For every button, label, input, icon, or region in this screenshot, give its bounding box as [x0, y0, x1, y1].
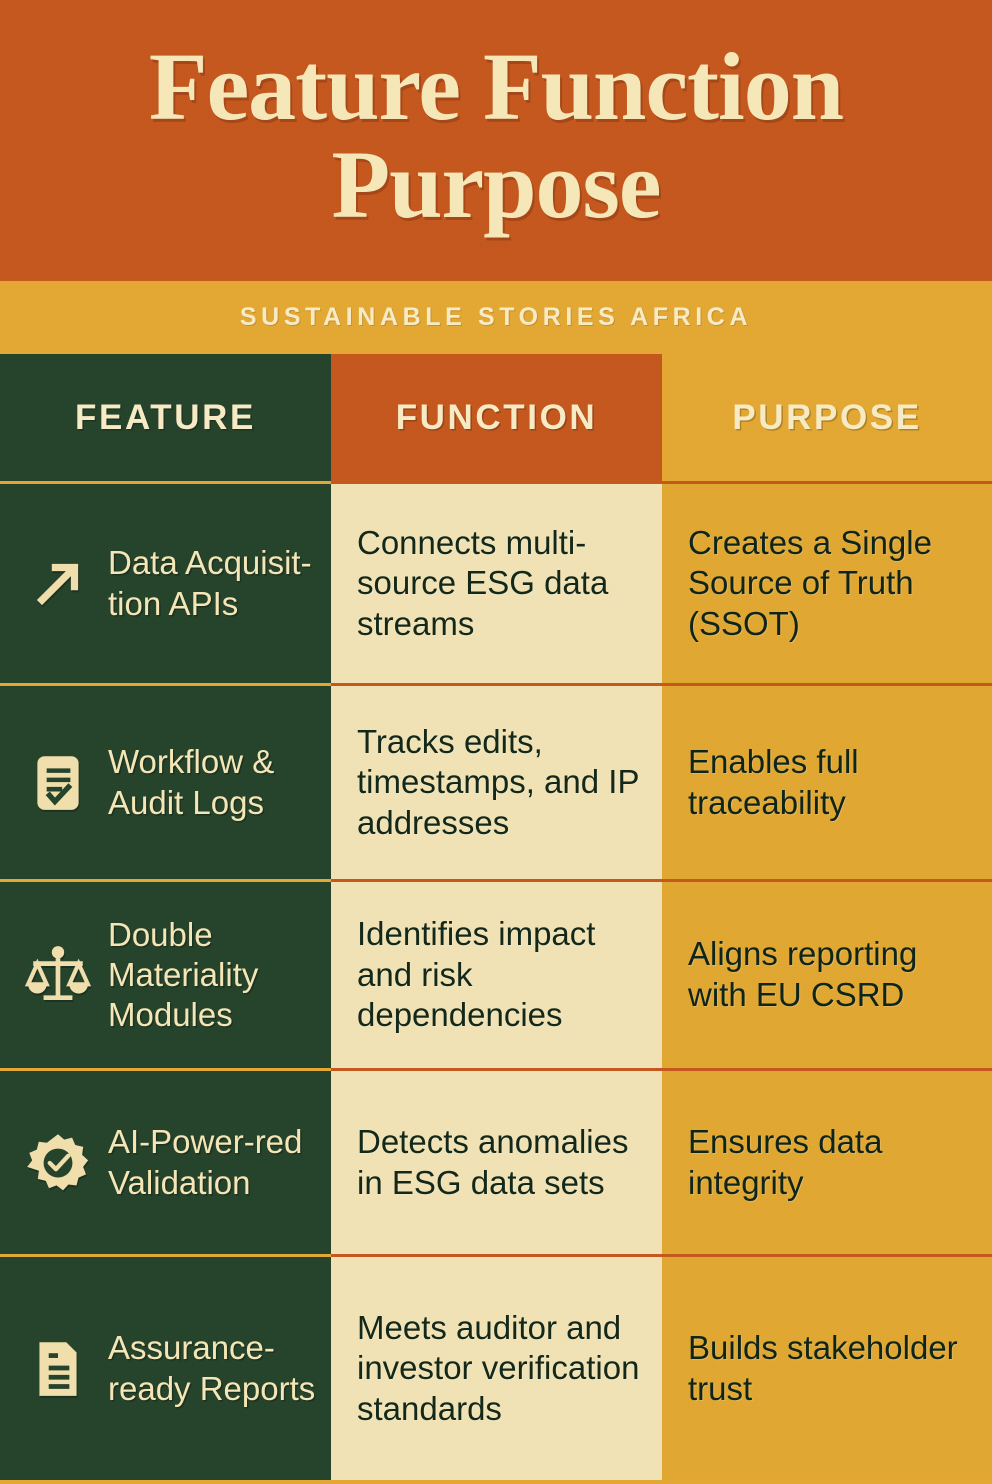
cell-purpose: Builds stakeholder trust: [662, 1254, 992, 1480]
page-title-line-1: Feature Function: [148, 33, 844, 141]
title-banner: Feature Function Purpose: [0, 0, 992, 281]
cell-purpose: Aligns reporting with EU CSRD: [662, 879, 992, 1068]
feature-label: Assurance-ready Reports: [108, 1329, 316, 1407]
feature-label: AI-Power-red Validation: [108, 1123, 303, 1201]
column-header-function: FUNCTION: [331, 354, 662, 481]
page-title-line-2: Purpose: [331, 130, 662, 238]
subtitle-band: SUSTAINABLE STORIES AFRICA: [0, 281, 992, 354]
comparison-table: FEATURE FUNCTION PURPOSE Data Acquisit-t…: [0, 354, 992, 1480]
cell-function: Detects anomalies in ESG data sets: [331, 1068, 662, 1254]
function-text: Detects anomalies in ESG data sets: [357, 1122, 629, 1201]
arrow-up-right-icon: [22, 548, 94, 620]
cell-purpose: Ensures data integrity: [662, 1068, 992, 1254]
function-text: Connects multi-source ESG data streams: [357, 523, 609, 642]
feature-label: Workflow & Audit Logs: [108, 743, 275, 821]
cell-feature: AI-Power-red Validation: [0, 1068, 331, 1254]
cell-function: Tracks edits, timestamps, and IP address…: [331, 683, 662, 879]
column-header-purpose: PURPOSE: [662, 354, 992, 481]
cell-purpose: Creates a Single Source of Truth (SSOT): [662, 481, 992, 683]
purpose-text: Builds stakeholder trust: [688, 1328, 958, 1407]
feature-label: Double Materiality Modules: [108, 915, 259, 1034]
function-text: Meets auditor and investor verification …: [357, 1308, 640, 1427]
purpose-text: Ensures data integrity: [688, 1122, 883, 1201]
cell-purpose: Enables full traceability: [662, 683, 992, 879]
column-header-purpose-label: PURPOSE: [732, 397, 922, 437]
table-row: Assurance-ready Reports Meets auditor an…: [0, 1254, 992, 1480]
column-header-function-label: FUNCTION: [395, 397, 598, 437]
table-header-row: FEATURE FUNCTION PURPOSE: [0, 354, 992, 481]
checklist-document-icon: [22, 747, 94, 819]
purpose-text: Aligns reporting with EU CSRD: [688, 935, 918, 1013]
feature-label: Data Acquisit-tion APIs: [108, 544, 312, 622]
document-lines-icon: [22, 1333, 94, 1405]
brand-subtitle: SUSTAINABLE STORIES AFRICA: [239, 303, 753, 331]
purpose-text: Enables full traceability: [688, 742, 859, 821]
table-row: Workflow & Audit Logs Tracks edits, time…: [0, 683, 992, 879]
cell-function: Meets auditor and investor verification …: [331, 1254, 662, 1480]
function-text: Identifies impact and risk dependencies: [357, 915, 596, 1034]
purpose-text: Creates a Single Source of Truth (SSOT): [688, 523, 932, 642]
function-text: Tracks edits, timestamps, and IP address…: [357, 722, 639, 841]
cell-function: Connects multi-source ESG data streams: [331, 481, 662, 683]
cell-feature: Assurance-ready Reports: [0, 1254, 331, 1480]
table-row: AI-Power-red Validation Detects anomalie…: [0, 1068, 992, 1254]
cell-function: Identifies impact and risk dependencies: [331, 879, 662, 1068]
cell-feature: Data Acquisit-tion APIs: [0, 481, 331, 683]
column-header-feature-label: FEATURE: [75, 397, 256, 437]
table-row: Double Materiality Modules Identifies im…: [0, 879, 992, 1068]
gear-check-icon: [22, 1127, 94, 1199]
balance-scales-icon: [22, 939, 94, 1011]
column-header-feature: FEATURE: [0, 354, 331, 481]
table-row: Data Acquisit-tion APIs Connects multi-s…: [0, 481, 992, 683]
cell-feature: Workflow & Audit Logs: [0, 683, 331, 879]
cell-feature: Double Materiality Modules: [0, 879, 331, 1068]
